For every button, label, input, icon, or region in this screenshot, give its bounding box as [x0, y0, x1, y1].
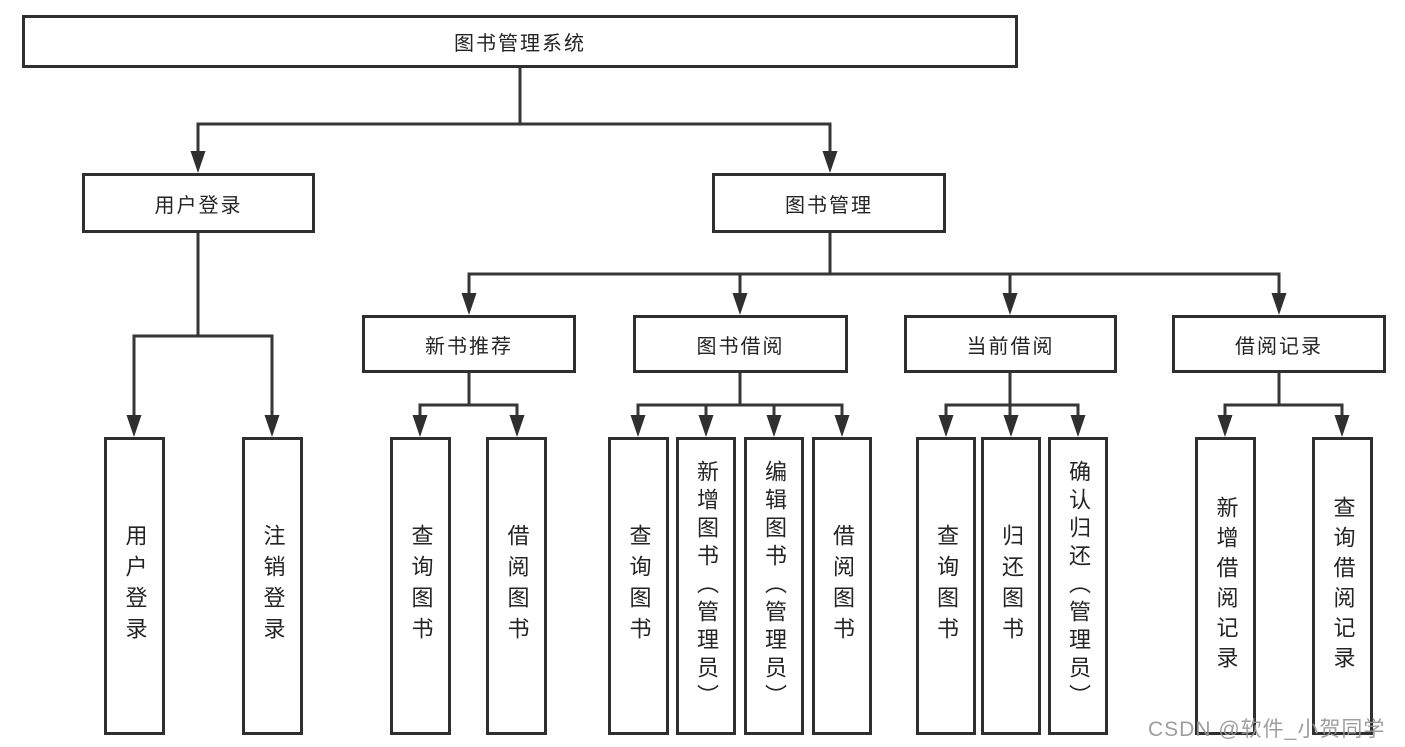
- node-book-management: 图书管理: [712, 173, 946, 233]
- node-book-borrow: 图书借阅: [633, 315, 848, 373]
- leaf-logout: 注销登录: [242, 437, 303, 735]
- leaf-edit-books-admin: 编辑图书（管理员）: [744, 437, 804, 735]
- leaf-return-books: 归还图书: [981, 437, 1041, 735]
- arrowheads: [126, 151, 1350, 437]
- node-current-borrow: 当前借阅: [904, 315, 1117, 373]
- node-label: 当前借阅: [966, 335, 1055, 358]
- node-new-book-recommend: 新书推荐: [362, 315, 576, 373]
- node-label: 查询图书: [408, 524, 434, 648]
- leaf-user-login: 用户登录: [104, 437, 165, 735]
- node-label: 新增图书（管理员）: [694, 460, 719, 712]
- csdn-watermark: CSDN @软件_小贺同学: [1148, 718, 1386, 741]
- leaf-query-books: 查询图书: [390, 437, 451, 735]
- node-label: 注销登录: [260, 524, 286, 648]
- node-label: 用户登录: [122, 524, 148, 648]
- node-borrow-records: 借阅记录: [1172, 315, 1386, 373]
- node-label: 用户登录: [154, 194, 243, 217]
- node-label: 查询图书: [626, 524, 652, 648]
- node-system-root: 图书管理系统: [22, 15, 1018, 68]
- leaf-add-borrow-record: 新增借阅记录: [1195, 437, 1256, 735]
- node-label: 查询图书: [934, 524, 959, 648]
- node-label: 编辑图书（管理员）: [762, 460, 787, 712]
- node-label: 图书借阅: [696, 335, 785, 358]
- leaf-borrow-books: 借阅图书: [812, 437, 872, 735]
- leaf-confirm-return-admin: 确认归还（管理员）: [1048, 437, 1108, 735]
- leaf-add-books-admin: 新增图书（管理员）: [676, 437, 736, 735]
- leaf-query-borrow-record: 查询借阅记录: [1312, 437, 1373, 735]
- node-label: 确认归还（管理员）: [1066, 460, 1091, 712]
- node-user-login: 用户登录: [82, 173, 315, 233]
- leaf-borrow-books: 借阅图书: [486, 437, 547, 735]
- node-label: 新增借阅记录: [1213, 496, 1239, 676]
- node-label: 借阅图书: [504, 524, 530, 648]
- node-label: 图书管理系统: [454, 33, 586, 55]
- leaf-query-books: 查询图书: [916, 437, 976, 735]
- node-label: 图书管理: [785, 194, 873, 217]
- node-label: 借阅记录: [1235, 335, 1323, 358]
- node-label: 归还图书: [999, 524, 1024, 648]
- node-label: 查询借阅记录: [1330, 496, 1356, 676]
- leaf-query-books: 查询图书: [608, 437, 669, 735]
- node-label: 借阅图书: [830, 524, 855, 648]
- node-label: 新书推荐: [425, 335, 513, 358]
